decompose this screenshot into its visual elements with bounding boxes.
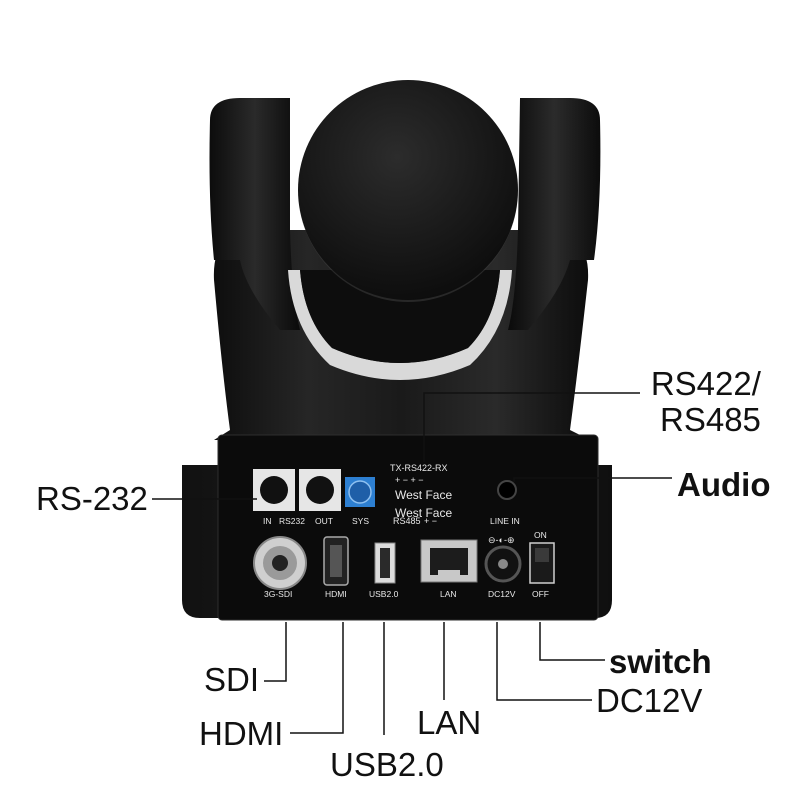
rs232-label: RS232 — [279, 516, 305, 526]
lan-callout: LAN — [417, 704, 482, 741]
leader-rs422 — [423, 392, 640, 462]
rs485-polarity: + − — [424, 516, 437, 526]
watermark-1: West Face — [395, 488, 452, 502]
switch-callout: switch — [609, 643, 712, 680]
usb-callout: USB2.0 — [330, 746, 444, 783]
polarity-label: + − + − — [395, 475, 424, 485]
hdmi-port-label: HDMI — [325, 589, 347, 599]
dc-port-label: DC12V — [488, 589, 516, 599]
leader-hdmi — [290, 622, 344, 734]
rs232-callout: RS-232 — [36, 480, 148, 517]
left-arm — [209, 98, 300, 330]
usb-port-label: USB2.0 — [369, 589, 399, 599]
leader-audio — [513, 477, 672, 482]
sdi-port-label: 3G-SDI — [264, 589, 292, 599]
rs232-out-label: OUT — [315, 516, 333, 526]
rs485-label: RS485 — [393, 516, 421, 526]
dc12v-callout: DC12V — [596, 682, 703, 719]
tx-rx-label: TX-RS422-RX — [390, 463, 448, 473]
watermark-2: West Face — [395, 506, 452, 520]
on-label: ON — [534, 530, 547, 540]
camera-head — [298, 80, 518, 300]
leader-lines — [152, 392, 672, 735]
right-arm — [508, 98, 601, 330]
power-switch — [529, 542, 555, 584]
rs232-in-label: IN — [263, 516, 272, 526]
leader-sdi — [264, 622, 287, 682]
rs422-callout-line2: RS485 — [660, 401, 761, 439]
leader-switch — [539, 622, 605, 661]
rs422-callout: RS422/ RS485 — [640, 365, 761, 439]
line-in-jack — [497, 480, 517, 500]
dc-polarity-symbol: ⊖-◐-⊕ — [488, 535, 515, 545]
line-in-label: LINE IN — [490, 516, 520, 526]
hdmi-callout: HDMI — [199, 715, 284, 752]
leader-dc12v — [496, 622, 592, 701]
lan-port-label: LAN — [440, 589, 457, 599]
sys-label: SYS — [352, 516, 369, 526]
off-label: OFF — [532, 589, 549, 599]
sdi-callout: SDI — [204, 661, 260, 698]
audio-callout: Audio — [677, 466, 771, 503]
rs422-callout-line1: RS422/ — [650, 365, 761, 402]
